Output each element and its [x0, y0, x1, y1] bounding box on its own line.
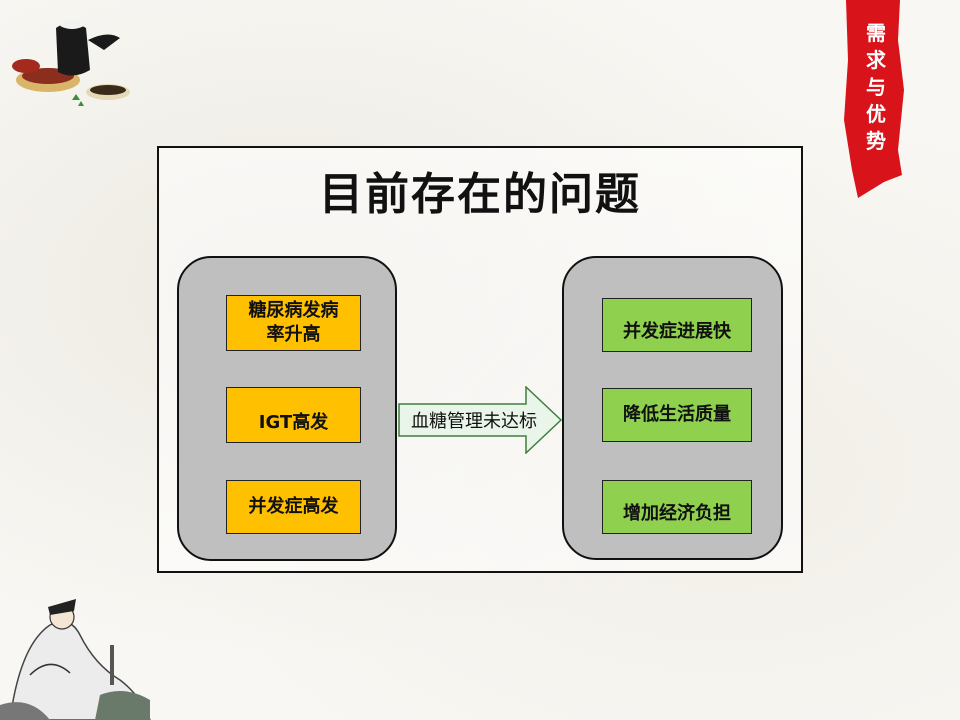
cause-box-line: 并发症高发: [248, 496, 339, 517]
cause-box-line: 糖尿病发病: [248, 300, 339, 321]
cause-box-complications: 并发症高发: [226, 480, 361, 534]
effect-box-fast-progression: 并发症进展快: [602, 298, 752, 352]
effect-box-economic-burden: 增加经济负担: [602, 480, 752, 534]
banner-char: 势: [866, 129, 886, 153]
cause-box-diabetes-rate: 糖尿病发病 率升高: [226, 295, 361, 351]
banner-char: 优: [866, 102, 886, 126]
banner-text: 需 求 与 优 势: [862, 20, 890, 155]
banner-char: 与: [866, 75, 886, 99]
diagram-title: 目前存在的问题: [319, 169, 641, 220]
effect-box-quality-of-life: 降低生活质量: [602, 388, 752, 442]
cause-box-line: 率升高: [266, 324, 321, 345]
red-banner-decoration: [844, 0, 904, 198]
cause-box-line: IGT高发: [258, 412, 329, 433]
banner-char: 求: [866, 48, 886, 72]
banner-char: 需: [866, 21, 886, 45]
cause-box-igt: IGT高发: [226, 387, 361, 443]
arrow-shape: [398, 386, 563, 454]
teapot-decoration-image: [12, 20, 130, 106]
arrow-label: 血糖管理未达标: [411, 411, 537, 432]
scholar-figure-image: [0, 599, 151, 720]
